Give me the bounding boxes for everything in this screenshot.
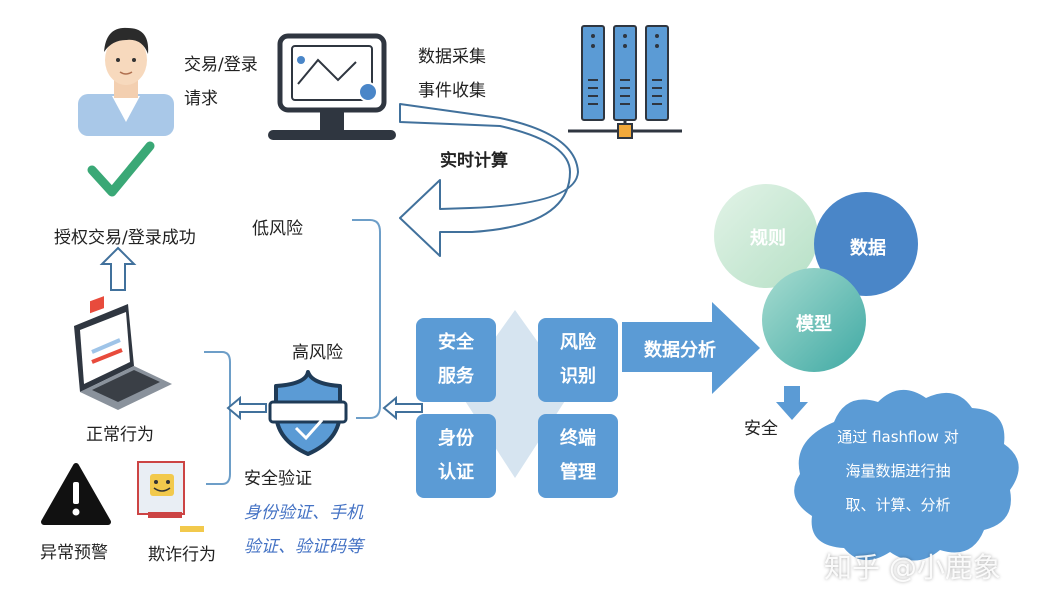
shield-icon (268, 370, 348, 456)
tile-line: 身份 (438, 428, 474, 449)
tile-line: 认证 (438, 462, 474, 483)
monitor-icon (268, 33, 396, 140)
tile-line: 服务 (438, 366, 474, 387)
data-label: 数据 (850, 238, 886, 259)
tile-line: 安全 (438, 332, 474, 353)
low-risk-label: 低风险 (252, 219, 303, 239)
circle-rules (714, 184, 818, 288)
left-arrow-icon (382, 395, 423, 421)
realtime-curved-arrow (399, 103, 579, 257)
tile-identity-auth: 身份 认证 (416, 414, 496, 498)
warning-icon (41, 463, 111, 525)
analysis-arrow (622, 302, 760, 394)
behavior-bracket (204, 351, 231, 485)
verify-title: 安全验证 (244, 469, 312, 489)
user-avatar-icon (78, 27, 174, 136)
cloud-line3: 取、计算、分析 (845, 496, 951, 514)
tile-line: 风险 (560, 332, 596, 353)
cloud-line1: 通过 flashflow 对 (837, 428, 959, 446)
check-icon (87, 141, 155, 197)
model-label: 模型 (796, 314, 832, 335)
up-arrow-icon (99, 246, 137, 291)
watermark: 知乎 @小鹿象 (824, 551, 1001, 584)
circle-data (814, 192, 918, 296)
cloud-shape (794, 389, 1019, 561)
safe-label: 安全 (744, 419, 778, 439)
left-arrow-icon (226, 395, 267, 421)
tile-risk-identification: 风险 识别 (538, 318, 618, 402)
tile-line: 管理 (560, 462, 596, 483)
laptop-icon (74, 296, 172, 410)
tile-terminal-management: 终端 管理 (538, 414, 618, 498)
analysis-label: 数据分析 (644, 340, 716, 361)
high-risk-label: 高风险 (292, 343, 343, 363)
circle-model (762, 268, 866, 372)
alert-label: 异常预警 (40, 543, 108, 563)
tile-line: 终端 (560, 428, 596, 449)
risk-bracket (352, 219, 381, 419)
collect-label-line2: 事件收集 (418, 81, 486, 101)
request-label-line1: 交易/登录 (184, 55, 258, 75)
cloud-line2: 海量数据进行抽 (845, 462, 951, 480)
collect-label-line1: 数据采集 (418, 47, 486, 67)
fraud-device-icon (137, 461, 204, 532)
rules-label: 规则 (750, 228, 786, 249)
tile-security-service: 安全 服务 (416, 318, 496, 402)
realtime-label: 实时计算 (440, 151, 508, 171)
server-icon (568, 25, 682, 139)
tile-line: 识别 (560, 366, 596, 387)
success-label: 授权交易/登录成功 (54, 228, 196, 248)
fraud-label: 欺诈行为 (148, 545, 216, 565)
verify-desc-line1: 身份验证、手机 (244, 503, 363, 523)
down-arrow-icon (776, 386, 808, 420)
request-label-line2: 请求 (184, 89, 218, 109)
verify-desc-line2: 验证、验证码等 (244, 537, 363, 557)
normal-behavior-label: 正常行为 (86, 425, 154, 445)
